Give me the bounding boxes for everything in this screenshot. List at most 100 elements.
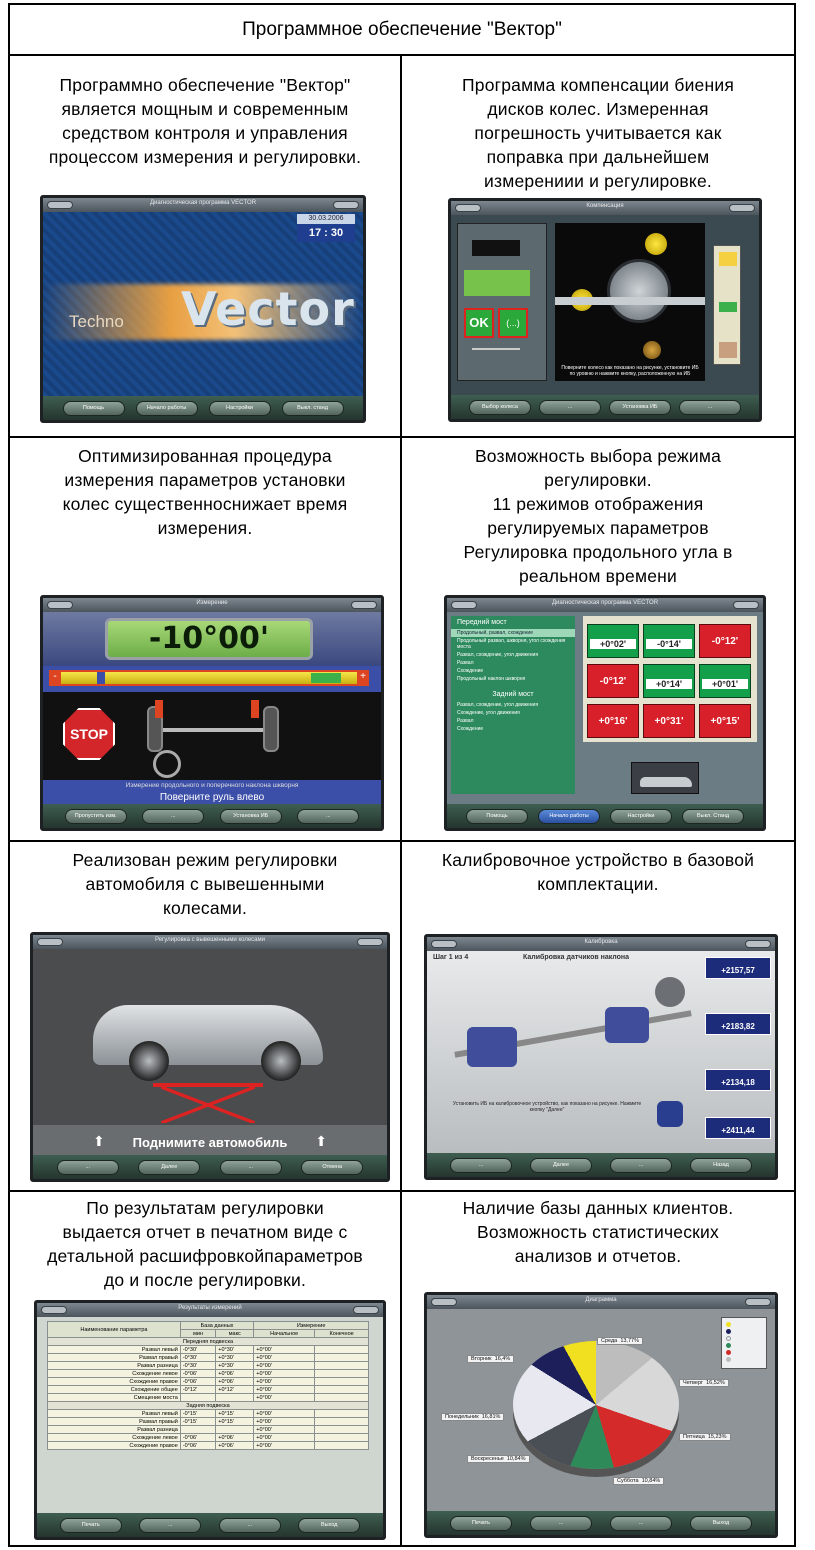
help-button[interactable]: Помощь [466, 808, 528, 824]
row-divider [10, 1190, 794, 1192]
mode-item[interactable]: Развал, схождение, угол движения [457, 702, 539, 708]
table-cell: Развал правый [47, 1353, 181, 1362]
mode-item[interactable]: Продольный развал, шкворня, угол схожден… [457, 638, 566, 650]
window-titlebar: Регулировка с вывешенными колесами [33, 935, 387, 949]
empty-button[interactable]: ... [610, 1515, 672, 1531]
button-bar: Помощь Начало работы Настройки Выкл. Ста… [447, 804, 763, 828]
slice-label: Среда 13,77% [597, 1337, 643, 1345]
install-sensor-button[interactable]: Установка ИБ [609, 399, 671, 415]
value-cell: +0°31' [643, 704, 695, 738]
feature-cell-modes: Возможность выбора режима регулировки. 1… [402, 438, 794, 840]
empty-button[interactable]: ... [450, 1157, 512, 1173]
sensor-icon [467, 1027, 517, 1067]
column-divider [400, 56, 402, 1545]
mode-item[interactable]: Схождение [457, 668, 484, 674]
print-button[interactable]: Печать [450, 1515, 512, 1531]
readings-panel: +2157,57 +2183,82 +2134,18 +2411,44 [705, 957, 771, 1139]
adjustment-slider: - + [49, 670, 369, 686]
window-title: Диагностическая программа VECTOR [149, 200, 257, 206]
table-row: Развал правый-0°30'+0°30'+0°00' [47, 1353, 369, 1362]
table-row: Смещение моста+0°00' [47, 1393, 369, 1402]
table-row: Схождение правое-0°06'+0°06'+0°00' [47, 1377, 369, 1386]
select-wheel-button[interactable]: Выбор колеса [469, 399, 531, 415]
line: погрешность учитывается как [474, 123, 722, 143]
button-bar: Печать ... ... Выход [37, 1513, 383, 1537]
table-cell [314, 1377, 369, 1386]
help-button[interactable]: Помощь [62, 400, 125, 416]
mode-item[interactable]: Развал, схождение, угол движения [457, 652, 539, 658]
table-cell: Схождение правое [47, 1377, 181, 1386]
mode-item[interactable]: Развал [457, 718, 474, 724]
slice-label: Понедельник 16,81% [441, 1413, 505, 1421]
step-panel [713, 245, 741, 365]
slice-label: Суббота 10,84% [613, 1477, 665, 1485]
power-off-button[interactable]: Выкл. Станд [682, 808, 744, 824]
start-button[interactable]: Начало работы [135, 400, 198, 416]
settings-button[interactable]: Настройки [208, 400, 271, 416]
print-button[interactable]: Печать [59, 1517, 122, 1533]
back-button[interactable]: Назад [690, 1157, 752, 1173]
window-title: Диагностическая программа VECTOR [551, 600, 659, 606]
empty-button[interactable]: ... [139, 1517, 202, 1533]
lifted-body: Поднимите автомобиль ⬆ ⬆ [33, 949, 387, 1161]
brand-pill [733, 601, 759, 609]
steering-wheel-icon [153, 750, 181, 778]
settings-button[interactable]: Настройки [610, 808, 672, 824]
table-cell: Развал разница [47, 1425, 181, 1434]
menu-pill [47, 601, 73, 609]
mode-item[interactable]: Схождение [457, 726, 484, 732]
mode-item[interactable]: Продольный наклон шкворня [457, 676, 526, 682]
line: анализов и отчетов. [514, 1246, 682, 1266]
cell-description: Реализован режим регулировки автомобиля … [10, 848, 400, 920]
cancel-button[interactable]: Отмена [301, 1159, 364, 1175]
line: до и после регулировки. [103, 1270, 307, 1290]
next-button[interactable]: Далее [530, 1157, 592, 1173]
measurement-body: -10°00' - + STOP Измерение продольного [43, 612, 381, 804]
empty-button[interactable]: ... [218, 1517, 281, 1533]
feature-cell-statistics: Наличие базы данных клиентов. Возможност… [402, 1192, 794, 1545]
mode-item[interactable]: Схождение, угол движения [457, 710, 520, 716]
power-off-button[interactable]: Выкл. станд [281, 400, 344, 416]
install-sensor-button[interactable]: Установка ИБ [219, 808, 282, 824]
table-row: Развал правый-0°15'+0°15'+0°00' [47, 1417, 369, 1426]
target-icon [643, 341, 661, 359]
table-cell [314, 1361, 369, 1370]
table-cell: +0°00' [253, 1393, 316, 1402]
sensor-icon [605, 1007, 649, 1043]
axle-bar [555, 297, 705, 305]
legend-swatch [726, 1343, 731, 1348]
empty-button[interactable]: ... [142, 808, 205, 824]
line: является мощным и современным [61, 99, 349, 119]
exit-button[interactable]: Выход [298, 1517, 361, 1533]
empty-button[interactable]: ... [610, 1157, 672, 1173]
skip-button[interactable]: Пропустить изм. [64, 808, 127, 824]
table-cell: -0°15' [179, 1417, 217, 1426]
screenshot-calibration: Калибровка Шаг 1 из 4 Калибровка датчико… [424, 934, 778, 1180]
window-titlebar: Диаграмма [427, 1295, 775, 1309]
start-button[interactable]: Начало работы [538, 808, 600, 824]
wait-indicator: (...) [498, 308, 528, 338]
empty-button[interactable]: ... [56, 1159, 119, 1175]
line: измерения параметров установки [64, 470, 346, 490]
value-cell: -0°14' [643, 624, 695, 658]
line: 11 режимов отображения [492, 494, 704, 514]
mode-item[interactable]: Развал [457, 660, 474, 666]
table-cell [314, 1385, 369, 1394]
reading-value: +2134,18 [705, 1069, 771, 1091]
empty-button[interactable]: ... [297, 808, 360, 824]
empty-button[interactable]: ... [219, 1159, 282, 1175]
window-title: Компенсация [586, 203, 624, 209]
next-button[interactable]: Далее [138, 1159, 201, 1175]
mode-item[interactable]: Продольный, развал, схождение [451, 629, 575, 637]
exit-button[interactable]: Выход [690, 1515, 752, 1531]
empty-button[interactable]: ... [530, 1515, 592, 1531]
line: Возможность статистических [477, 1222, 719, 1242]
empty-button[interactable]: ... [539, 399, 601, 415]
row-divider [10, 436, 794, 438]
empty-button[interactable]: ... [679, 399, 741, 415]
brand-pill [351, 601, 377, 609]
cell-description: Калибровочное устройство в базовой компл… [402, 848, 794, 896]
line: регулируемых параметров [487, 518, 709, 538]
window-title: Калибровка [584, 939, 618, 945]
table-cell: +0°06' [215, 1441, 255, 1450]
